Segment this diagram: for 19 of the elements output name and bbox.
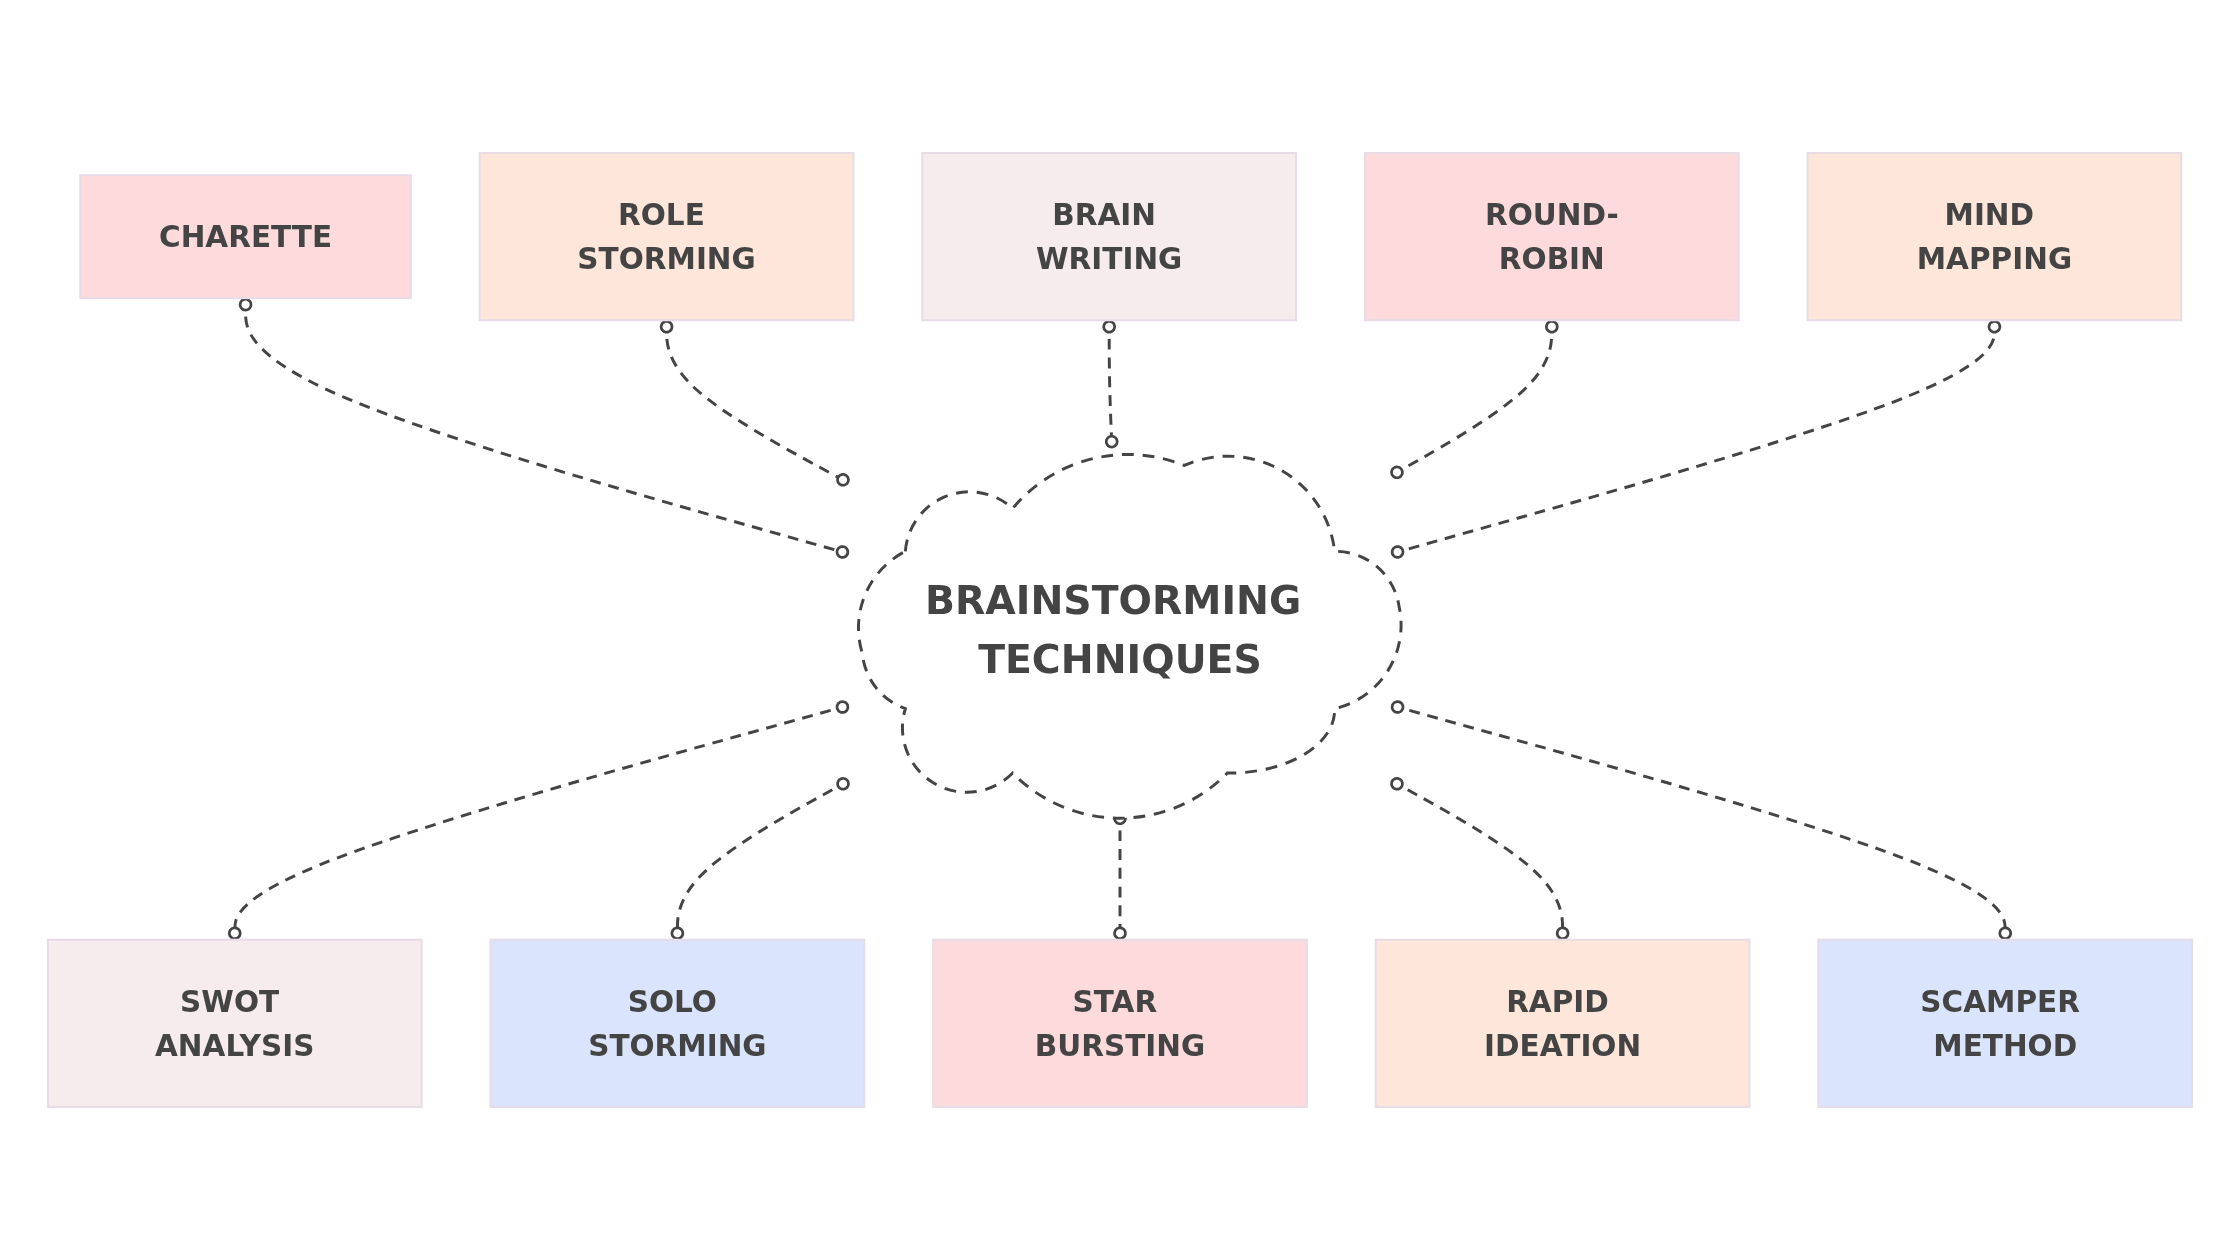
connector — [1390, 700, 2012, 940]
connector — [1390, 320, 2002, 559]
node-box: SWOT ANALYSIS — [46, 938, 423, 1108]
node-box: RAPID IDEATION — [1374, 938, 1751, 1108]
node-box: BRAIN WRITING — [921, 152, 1298, 322]
node-box: CHARETTE — [79, 174, 412, 300]
node-box: STAR BURSTING — [932, 938, 1308, 1108]
connector — [238, 297, 850, 559]
connector — [1390, 777, 1570, 940]
connector — [1390, 320, 1559, 480]
node-box: SCAMPER METHOD — [1817, 938, 2194, 1108]
connector — [228, 700, 850, 940]
connector — [1102, 320, 1119, 449]
connector — [659, 320, 850, 487]
node-box: ROUND-ROBIN — [1363, 152, 1740, 322]
node-box: SOLO STORMING — [489, 938, 866, 1108]
node-box: MIND MAPPING — [1806, 152, 2183, 322]
node-box: ROLE STORMING — [478, 152, 855, 322]
connector — [670, 777, 850, 940]
